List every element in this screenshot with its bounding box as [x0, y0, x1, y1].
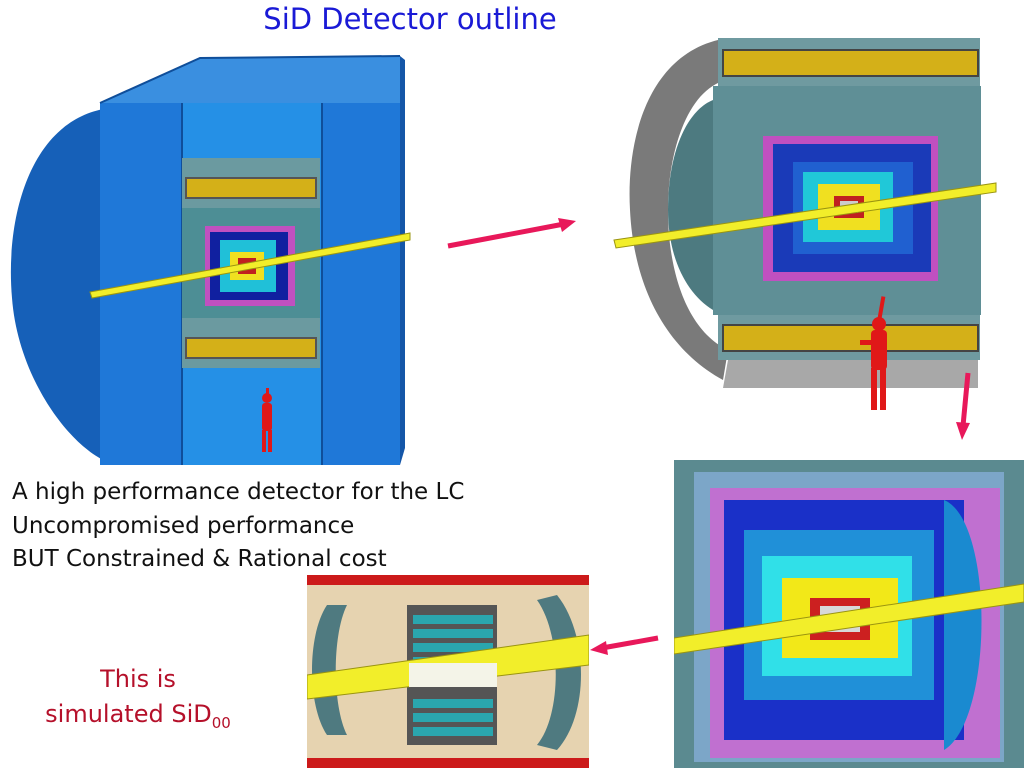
bullet-line: Uncompromised performance — [12, 512, 355, 539]
detector-cutaway-image — [608, 10, 1024, 422]
note-line-1: This is — [100, 665, 176, 693]
arrow-right-icon — [447, 218, 576, 249]
detector-full-image — [0, 48, 420, 470]
slide-title: SiD Detector outline — [263, 2, 557, 36]
note-subscript: 00 — [211, 713, 231, 732]
arrow-left-icon — [590, 635, 659, 655]
vertex-detector-image — [307, 575, 589, 768]
bullet-line: BUT Constrained & Rational cost — [12, 546, 387, 572]
calorimeter-closeup-image — [674, 460, 1024, 768]
note-line-2: simulated SiD00 — [18, 697, 258, 741]
bullet-text: A high performance detector for the LC U… — [12, 476, 464, 577]
simulation-note: This is simulated SiD00 — [18, 662, 258, 741]
arrow-down-icon — [956, 372, 971, 440]
bullet-line: A high performance detector for the LC — [12, 479, 465, 505]
note-line-2-text: simulated SiD — [45, 700, 212, 728]
